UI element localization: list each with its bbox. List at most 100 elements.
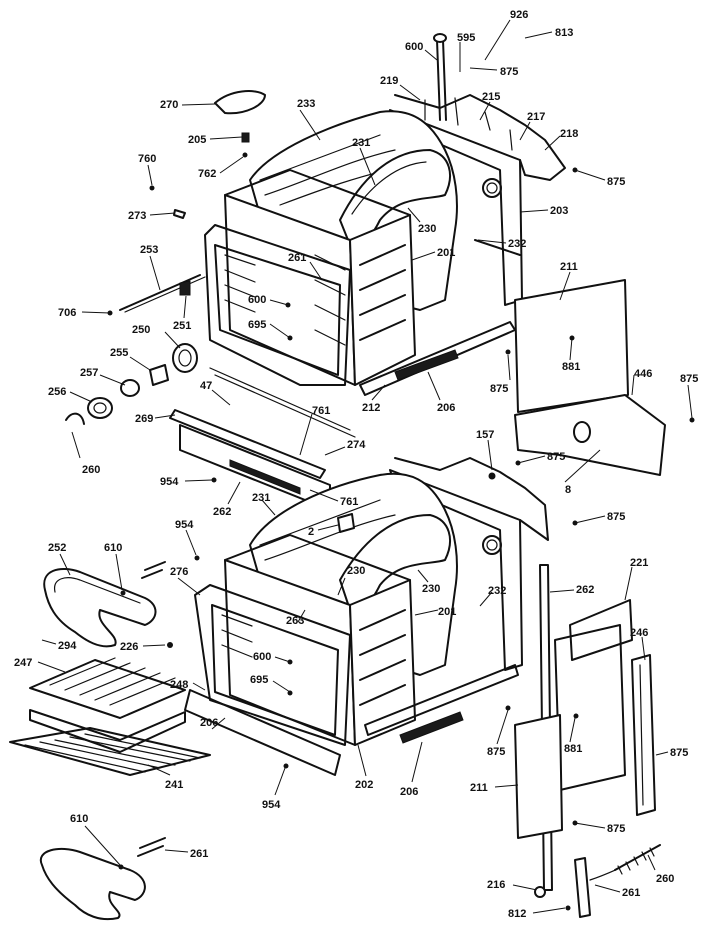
upper-left-small-parts: [65, 90, 266, 425]
svg-text:446: 446: [634, 368, 652, 380]
svg-text:203: 203: [550, 205, 568, 217]
callout-230-c: 230: [417, 569, 440, 595]
callout-8: 8: [564, 449, 601, 496]
callout-881-b: 881: [564, 713, 582, 755]
callout-695-b: 695: [250, 674, 293, 696]
svg-text:273: 273: [128, 210, 146, 222]
svg-text:230: 230: [347, 565, 365, 577]
svg-text:232: 232: [488, 585, 506, 597]
callout-201-b: 201: [414, 606, 456, 618]
callout-875-h: 875: [487, 705, 511, 758]
svg-text:274: 274: [347, 439, 366, 451]
svg-text:760: 760: [138, 153, 156, 165]
callout-216: 216: [487, 879, 546, 898]
callout-695-a: 695: [248, 319, 293, 341]
svg-text:257: 257: [80, 367, 98, 379]
svg-text:255: 255: [110, 347, 128, 359]
callout-233: 233: [297, 98, 321, 141]
callout-217: 217: [519, 111, 545, 141]
callout-762: 762: [198, 156, 244, 180]
callout-219: 219: [380, 75, 421, 101]
callout-595: 595: [457, 32, 475, 72]
callout-875-i: 875: [572, 820, 625, 835]
svg-text:248: 248: [170, 679, 188, 691]
svg-text:276: 276: [170, 566, 188, 578]
callout-610-b: 610: [70, 813, 124, 870]
svg-text:211: 211: [470, 782, 488, 794]
callout-926: 926: [484, 9, 528, 61]
callout-226: 226: [120, 641, 173, 653]
callout-761-a: 761: [299, 405, 330, 456]
svg-text:600: 600: [405, 41, 423, 53]
callout-600-c: 600: [253, 651, 293, 665]
callout-212: 212: [362, 384, 386, 414]
callout-954-a: 954: [160, 476, 217, 488]
svg-text:230: 230: [418, 223, 436, 235]
callout-276: 276: [170, 566, 201, 596]
callout-261-c: 261: [594, 884, 640, 899]
callout-875-a: 875: [469, 66, 518, 78]
callout-600-b: 600: [248, 294, 291, 308]
callout-875-d: 875: [680, 373, 698, 423]
svg-text:269: 269: [135, 413, 153, 425]
callout-260-b: 260: [647, 854, 674, 885]
svg-text:262: 262: [576, 584, 594, 596]
svg-text:270: 270: [160, 99, 178, 111]
callout-274: 274: [324, 439, 366, 456]
svg-text:954: 954: [160, 476, 179, 488]
callout-269: 269: [135, 413, 176, 425]
svg-text:600: 600: [253, 651, 271, 663]
svg-text:215: 215: [482, 91, 500, 103]
svg-text:219: 219: [380, 75, 398, 87]
callout-231-a: 231: [352, 137, 376, 186]
callout-881-a: 881: [562, 335, 580, 373]
callout-206-c: 206: [400, 741, 423, 798]
svg-text:695: 695: [250, 674, 268, 686]
callout-760: 760: [138, 153, 156, 186]
callout-812: 812: [508, 905, 571, 920]
svg-text:263: 263: [286, 615, 304, 627]
svg-text:812: 812: [508, 908, 526, 920]
svg-text:212: 212: [362, 402, 380, 414]
callout-211-b: 211: [470, 782, 519, 794]
svg-text:954: 954: [262, 799, 281, 811]
broiler-pan-and-racks: [9, 561, 211, 921]
callout-761-b: 761: [309, 489, 358, 508]
svg-text:262: 262: [213, 506, 231, 518]
upper-oven-assembly: [204, 33, 566, 396]
svg-text:875: 875: [607, 511, 625, 523]
callout-256: 256: [48, 386, 93, 403]
svg-text:954: 954: [175, 519, 194, 531]
callout-202: 202: [355, 744, 373, 791]
svg-text:261: 261: [288, 252, 306, 264]
callout-257: 257: [80, 367, 126, 386]
callout-262-b: 262: [549, 584, 594, 596]
svg-text:252: 252: [48, 542, 66, 554]
svg-text:875: 875: [607, 823, 625, 835]
svg-text:206: 206: [400, 786, 418, 798]
svg-text:201: 201: [437, 247, 455, 259]
svg-text:695: 695: [248, 319, 266, 331]
svg-text:231: 231: [252, 492, 270, 504]
callout-232-b: 232: [479, 585, 506, 607]
callouts: 926 813 595 875 600 219 215 217 218 875 …: [14, 9, 698, 920]
svg-text:294: 294: [58, 640, 77, 652]
callout-261-b: 261: [164, 848, 208, 860]
svg-text:157: 157: [476, 429, 494, 441]
svg-text:231: 231: [352, 137, 370, 149]
callout-241: 241: [147, 764, 183, 791]
callout-246: 246: [630, 627, 648, 661]
callout-230-b: 230: [337, 565, 365, 596]
svg-text:226: 226: [120, 641, 138, 653]
svg-text:875: 875: [500, 66, 518, 78]
callout-215: 215: [479, 91, 500, 121]
callout-203: 203: [519, 205, 568, 217]
callout-954-c: 954: [262, 763, 289, 811]
callout-157: 157: [476, 429, 496, 480]
svg-text:875: 875: [487, 746, 505, 758]
callout-248: 248: [170, 679, 206, 691]
svg-text:260: 260: [82, 464, 100, 476]
svg-text:8: 8: [565, 484, 571, 496]
callout-231-b: 231: [252, 492, 276, 516]
callout-273: 273: [128, 210, 176, 222]
